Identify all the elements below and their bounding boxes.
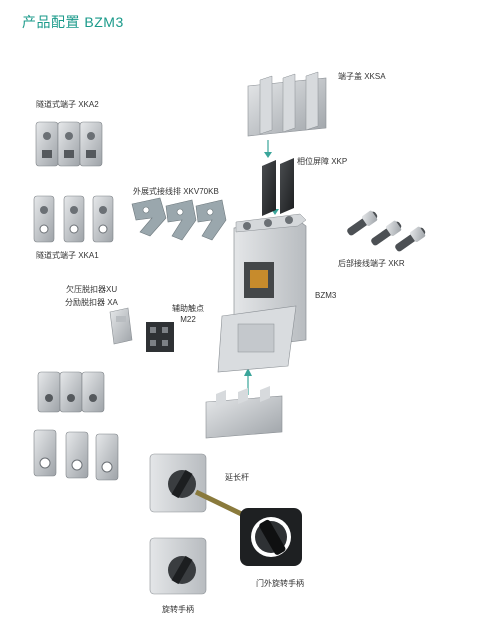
breaker-bzm3 (217, 213, 307, 373)
tunnel-terminal-xka1 (33, 195, 114, 243)
lower-terminals-upper-row (37, 371, 105, 413)
tunnel-terminal-xka2-label: 隧道式端子 XKA2 (36, 100, 99, 109)
extension-terminal-label: 外展式接线排 XKV70KB (133, 187, 219, 196)
terminal-cover-label: 端子盖 XKSA (338, 72, 386, 81)
terminal-cover-xksa (247, 71, 327, 137)
rear-terminal-xkr (347, 210, 426, 252)
aux-contact-line2: M22 (180, 315, 196, 324)
tunnel-terminal-xka1-label: 隧道式端子 XKA1 (36, 251, 99, 260)
shunt-release-label: 分励脱扣器 XA (65, 298, 118, 307)
extension-shaft-label: 延长杆 (225, 473, 249, 482)
phase-barrier-label: 相位屏障 XKP (297, 157, 348, 166)
lower-terminal-cover (205, 386, 283, 439)
door-handle-label: 门外旋转手柄 (256, 579, 304, 588)
door-handle (240, 508, 302, 566)
undervoltage-release-label: 欠压脱扣器XU (66, 285, 118, 294)
rotary-handle-label: 旋转手柄 (162, 605, 194, 614)
aux-contact-m22 (146, 322, 174, 352)
phase-barrier-xkp (262, 158, 294, 216)
aux-contact-line1: 辅助触点 (172, 304, 204, 313)
rotary-handle (149, 537, 207, 595)
release-module (109, 307, 133, 345)
lower-terminals-lower-row (33, 429, 119, 481)
rear-terminal-label: 后部接线端子 XKR (338, 259, 405, 268)
tunnel-terminal-xka2 (35, 121, 103, 167)
page-title: 产品配置 BZM3 (22, 14, 124, 30)
aux-contact-label: 辅助触点 M22 (168, 303, 208, 325)
breaker-label: BZM3 (315, 291, 337, 300)
extension-terminal-xkv70kb (131, 197, 227, 241)
